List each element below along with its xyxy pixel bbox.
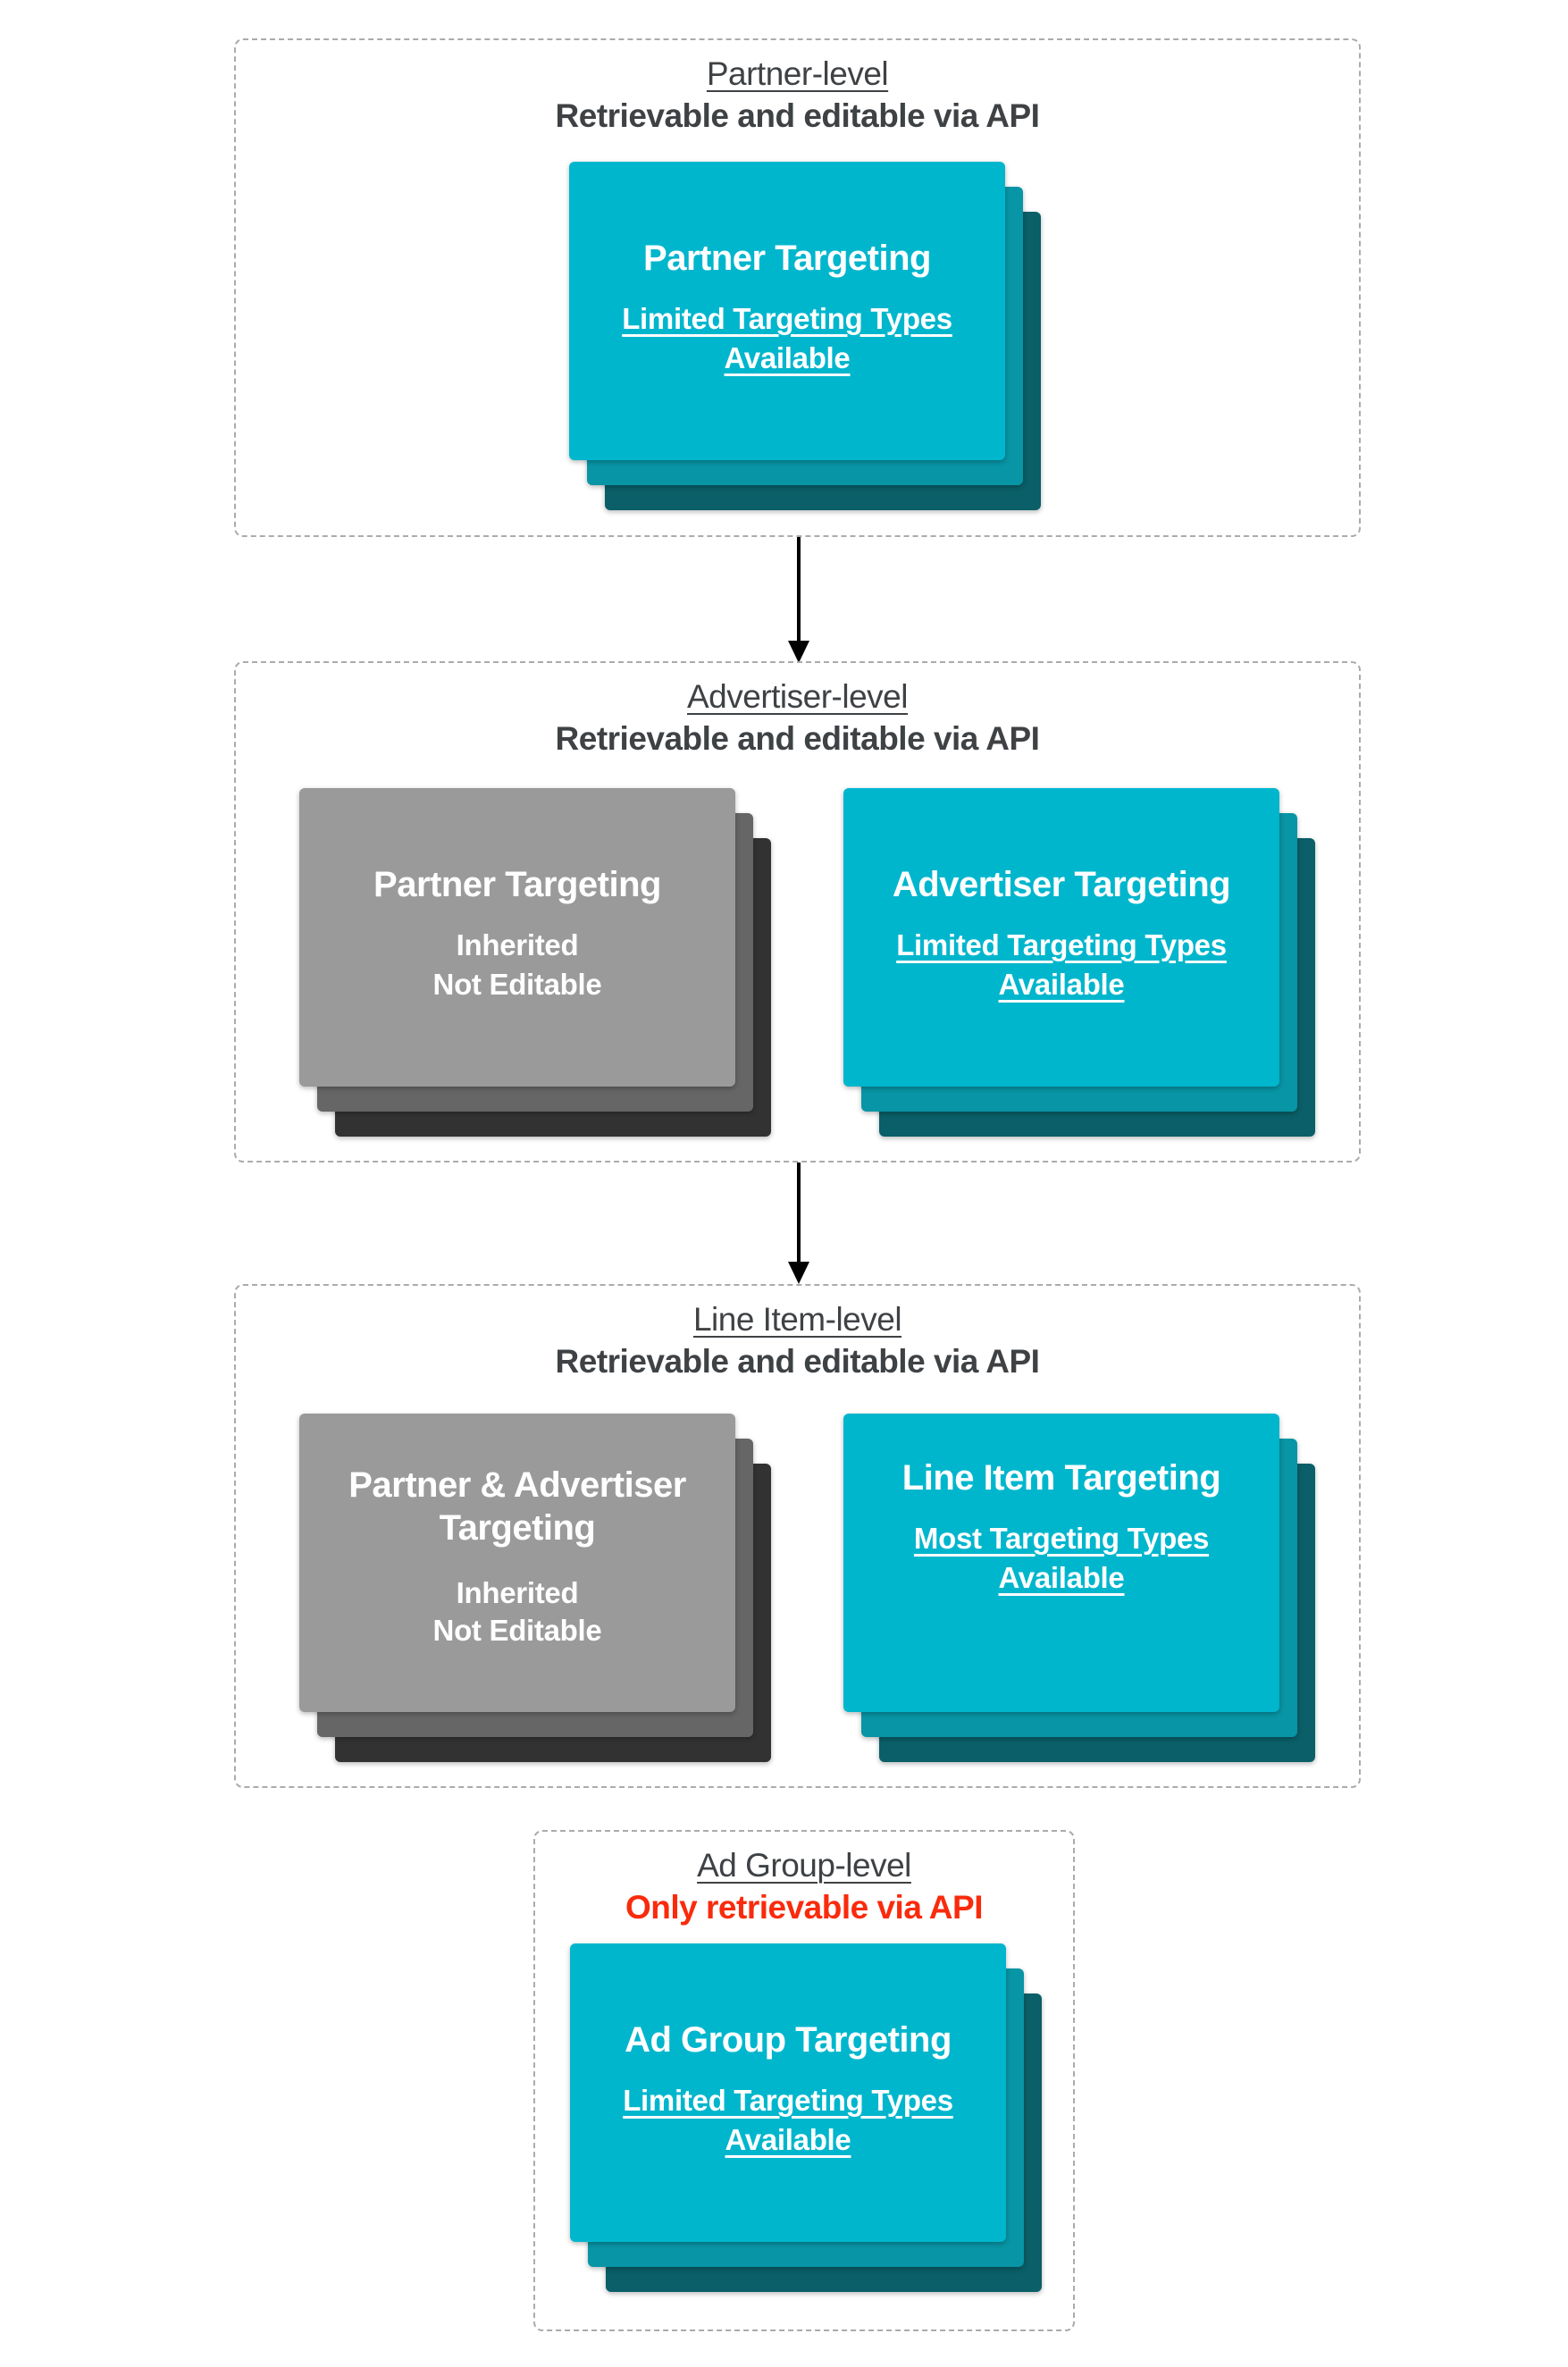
section-advertiser-level: Advertiser-level Retrievable and editabl…	[234, 661, 1361, 1163]
card-subtitle-line: Available	[724, 341, 851, 374]
card-subtitle: Limited Targeting Types Available	[896, 926, 1227, 1004]
arrow-shaft	[797, 537, 801, 642]
card-subtitle: Most Targeting Types Available	[914, 1519, 1209, 1598]
card-title: Partner & Advertiser Targeting	[348, 1465, 686, 1548]
card-subtitle-line: Available	[998, 968, 1125, 1001]
line-item-targeting-card: Line Item Targeting Most Targeting Types…	[843, 1414, 1279, 1712]
card-subtitle-line: Available	[725, 2123, 851, 2156]
section-partner-level: Partner-level Retrievable and editable v…	[234, 38, 1361, 537]
section-title: Partner-level	[706, 55, 889, 92]
card-subtitle: Inherited Not Editable	[433, 926, 602, 1004]
card-title: Advertiser Targeting	[892, 865, 1231, 904]
card-title: Line Item Targeting	[901, 1458, 1221, 1498]
inherited-partner-targeting-card-stack: Partner Targeting Inherited Not Editable	[299, 788, 771, 1137]
section-title: Advertiser-level	[687, 678, 908, 715]
arrow-advertiser-to-line-item	[784, 1163, 813, 1284]
advertiser-targeting-card-stack: Advertiser Targeting Limited Targeting T…	[843, 788, 1315, 1137]
card-subtitle: Limited Targeting Types Available	[622, 299, 952, 378]
card-subtitle-line: Not Editable	[432, 968, 602, 1001]
arrow-head-icon	[788, 1262, 809, 1284]
card-title: Partner Targeting	[643, 239, 931, 278]
card-subtitle-line: Limited Targeting Types	[623, 2084, 953, 2117]
inherited-partner-targeting-card: Partner Targeting Inherited Not Editable	[299, 788, 735, 1087]
section-title: Line Item-level	[692, 1301, 902, 1338]
card-subtitle-line: Inherited	[456, 928, 579, 961]
arrow-shaft	[797, 1163, 801, 1263]
section-subtitle: Retrievable and editable via API	[555, 1343, 1040, 1380]
partner-targeting-card-stack: Partner Targeting Limited Targeting Type…	[569, 162, 1041, 510]
advertiser-targeting-card: Advertiser Targeting Limited Targeting T…	[843, 788, 1279, 1087]
card-subtitle-line: Limited Targeting Types	[896, 928, 1227, 961]
card-title: Ad Group Targeting	[625, 2020, 952, 2060]
partner-targeting-card: Partner Targeting Limited Targeting Type…	[569, 162, 1005, 460]
line-item-targeting-card-stack: Line Item Targeting Most Targeting Types…	[843, 1414, 1315, 1762]
card-subtitle-line: Limited Targeting Types	[622, 302, 952, 335]
section-ad-group-level: Ad Group-level Only retrievable via API …	[533, 1830, 1075, 2331]
card-subtitle-line: Not Editable	[432, 1614, 602, 1647]
section-line-item-level: Line Item-level Retrievable and editable…	[234, 1284, 1361, 1788]
card-title: Partner Targeting	[373, 865, 661, 904]
section-header: Partner-level Retrievable and editable v…	[236, 40, 1359, 137]
section-header: Advertiser-level Retrievable and editabl…	[236, 663, 1359, 760]
section-subtitle: Retrievable and editable via API	[555, 97, 1040, 134]
arrow-partner-to-advertiser	[784, 537, 813, 663]
section-title: Ad Group-level	[697, 1847, 911, 1884]
arrow-head-icon	[788, 641, 809, 663]
card-subtitle: Limited Targeting Types Available	[623, 2081, 953, 2160]
card-subtitle: Inherited Not Editable	[433, 1574, 602, 1649]
section-header: Ad Group-level Only retrievable via API	[535, 1832, 1073, 1928]
ad-group-targeting-card-stack: Ad Group Targeting Limited Targeting Typ…	[570, 1943, 1042, 2292]
ad-group-targeting-card: Ad Group Targeting Limited Targeting Typ…	[570, 1943, 1006, 2242]
inherited-partner-advertiser-targeting-card: Partner & Advertiser Targeting Inherited…	[299, 1414, 735, 1712]
card-subtitle-line: Most Targeting Types	[913, 1522, 1210, 1555]
section-subtitle: Retrievable and editable via API	[555, 720, 1040, 757]
section-header: Line Item-level Retrievable and editable…	[236, 1286, 1359, 1382]
card-subtitle-line: Inherited	[456, 1576, 579, 1609]
card-subtitle-line: Available	[998, 1561, 1125, 1594]
inherited-partner-advertiser-targeting-card-stack: Partner & Advertiser Targeting Inherited…	[299, 1414, 771, 1762]
section-subtitle: Only retrievable via API	[625, 1889, 984, 1926]
